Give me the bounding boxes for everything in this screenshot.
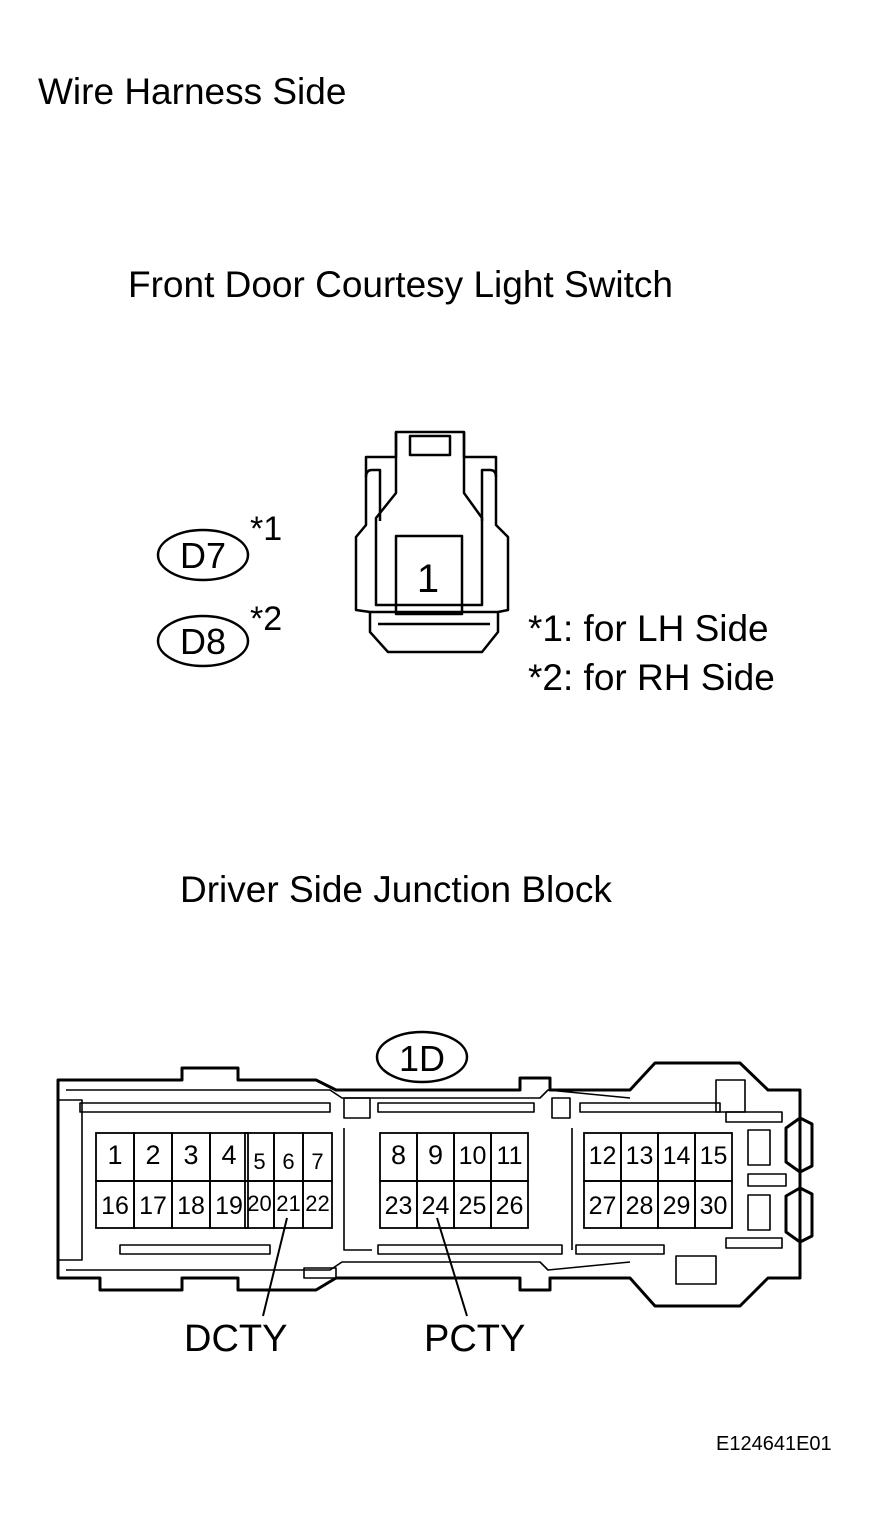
pin-label-22: 22	[305, 1191, 329, 1216]
leader-dcty	[262, 1217, 288, 1317]
switch-pin-1: 1	[417, 557, 439, 601]
pin-label-12: 12	[589, 1142, 617, 1170]
callout-dcty: DCTY	[184, 1318, 288, 1360]
junction-block-title: Driver Side Junction Block	[180, 869, 612, 910]
pin-label-16: 16	[101, 1192, 129, 1220]
pin-label-18: 18	[177, 1192, 205, 1220]
jb-code-label: 1D	[399, 1038, 445, 1079]
figure-id: E124641E01	[716, 1433, 832, 1455]
pin-label-26: 26	[496, 1192, 524, 1220]
pin-label-10: 10	[459, 1142, 487, 1170]
pin-label-4: 4	[221, 1140, 236, 1170]
pin-label-21: 21	[276, 1191, 300, 1216]
pin-label-13: 13	[626, 1142, 654, 1170]
junction-block-pins: 1162173184195206217228239241025112612271…	[95, 1132, 733, 1229]
pin-label-25: 25	[459, 1192, 487, 1220]
pin-label-29: 29	[663, 1192, 691, 1220]
pin-label-1: 1	[107, 1140, 122, 1170]
switch-title: Front Door Courtesy Light Switch	[128, 264, 673, 305]
pin-label-30: 30	[700, 1192, 728, 1220]
pin-label-15: 15	[700, 1142, 728, 1170]
pin-label-6: 6	[282, 1149, 294, 1174]
pin-label-5: 5	[253, 1149, 265, 1174]
pin-label-27: 27	[589, 1192, 617, 1220]
pin-label-8: 8	[391, 1140, 406, 1170]
pin-label-3: 3	[183, 1140, 198, 1170]
pin-label-14: 14	[663, 1142, 691, 1170]
footnote-lh: *1: for LH Side	[528, 608, 769, 649]
code-d8-note: *2	[250, 600, 282, 638]
code-d8-label: D8	[180, 621, 226, 662]
pin-label-9: 9	[428, 1140, 443, 1170]
pin-label-20: 20	[247, 1191, 271, 1216]
code-d7-label: D7	[180, 535, 226, 576]
callout-pcty: PCTY	[424, 1318, 526, 1360]
footnote-rh: *2: for RH Side	[528, 657, 775, 698]
pin-label-17: 17	[139, 1192, 167, 1220]
pin-cell-26	[490, 1180, 529, 1229]
switch-connector	[354, 430, 510, 654]
junction-block-housing	[56, 1061, 814, 1308]
pin-label-2: 2	[145, 1140, 160, 1170]
page-title: Wire Harness Side	[38, 71, 347, 112]
pin-label-24: 24	[422, 1192, 450, 1220]
pin-label-28: 28	[626, 1192, 654, 1220]
junction-block-code: 1D	[375, 1030, 469, 1084]
connector-code-d8: D8	[156, 614, 250, 668]
pin-cell-30	[694, 1180, 733, 1229]
leader-pcty	[436, 1217, 468, 1317]
pin-label-7: 7	[311, 1149, 323, 1174]
pin-cell-19	[209, 1180, 249, 1229]
connector-code-d7: D7	[156, 528, 250, 582]
pin-label-23: 23	[385, 1192, 413, 1220]
pin-label-11: 11	[497, 1142, 523, 1170]
pin-cell-22	[302, 1180, 333, 1229]
pin-label-19: 19	[215, 1192, 243, 1220]
code-d7-note: *1	[250, 510, 282, 548]
